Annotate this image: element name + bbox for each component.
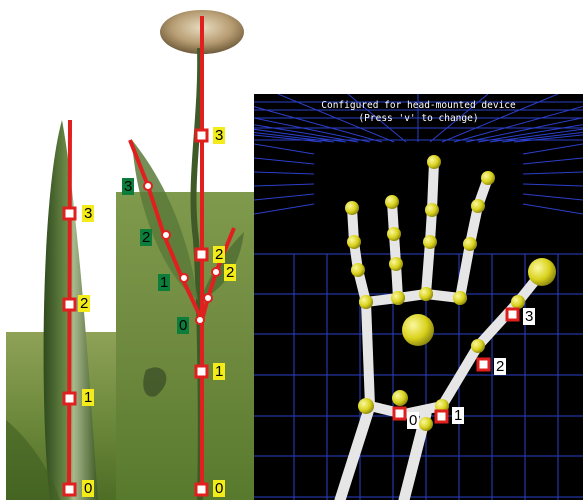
right-branch-joint-2: [212, 268, 220, 276]
hand-joint: [471, 339, 485, 353]
hand-bones: [340, 162, 542, 500]
branch-label-0: 0: [177, 317, 189, 334]
status-line-1: Configured for head-mounted device: [254, 100, 583, 112]
joint-label-0: 0: [82, 480, 94, 497]
grid-side-ray: [254, 158, 314, 164]
grid-side-ray: [523, 144, 583, 154]
hand-joint: [389, 257, 403, 271]
hand-joint: [402, 314, 434, 346]
hand-joint-marker-2: [478, 359, 489, 370]
hand-joint-label-2: 2: [494, 358, 506, 375]
hand-joint: [391, 291, 405, 305]
stem-joint-marker-0: [196, 484, 207, 495]
hand-joint: [345, 201, 359, 215]
branch-label-1: 1: [158, 274, 170, 291]
hand-joint: [481, 171, 495, 185]
flower-panel: 0 1 2 3 0 1 2 3 2: [116, 0, 254, 500]
grid-side-ray: [254, 204, 314, 214]
hand-bone: [426, 242, 430, 294]
branch-joint-2: [162, 231, 170, 239]
joint-marker-3: [64, 208, 75, 219]
hand-joint-marker-1: [436, 411, 447, 422]
hand-joint: [511, 295, 525, 309]
grid-side-ray: [254, 172, 314, 174]
hand-joint: [423, 235, 437, 249]
hand-viewer-canvas[interactable]: [254, 94, 583, 500]
hand-joint: [463, 237, 477, 251]
hand-joint-marker-3: [507, 309, 518, 320]
branch-joint-3: [144, 182, 152, 190]
hand-joint: [347, 235, 361, 249]
grid-side-ray: [523, 184, 583, 186]
stem-joint-marker-2: [196, 249, 207, 260]
joint-marker-0: [64, 484, 75, 495]
hand-joint: [387, 227, 401, 241]
hand-bone: [442, 346, 478, 406]
hand-joint: [425, 203, 439, 217]
ground: [116, 192, 254, 500]
branch-joint-0: [196, 316, 204, 324]
grid-side-ray: [254, 144, 314, 154]
right-branch-label-2: 2: [224, 264, 236, 281]
grid-side-ray: [523, 158, 583, 164]
hand-joint-marker-0: [394, 408, 405, 419]
hand-joint-label-0: 0: [407, 412, 419, 429]
stem-joint-marker-1: [196, 366, 207, 377]
right-branch-joint-1: [204, 294, 212, 302]
leaf-panel: 0 1 2 3: [0, 0, 116, 500]
grid-side-ray: [254, 184, 314, 186]
joint-label-2: 2: [78, 295, 90, 312]
leaf-illustration: [0, 0, 116, 500]
grid-side-ray: [523, 172, 583, 174]
grid-side-ray: [523, 194, 583, 200]
hand-joint: [419, 417, 433, 431]
branch-label-2: 2: [140, 229, 152, 246]
hand-bone: [366, 302, 370, 406]
joint-label-1: 1: [82, 389, 94, 406]
branch-joint-1: [180, 274, 188, 282]
branch-label-3: 3: [122, 178, 134, 195]
hand-joint: [392, 390, 408, 406]
hand-joint: [385, 195, 399, 209]
stem-label-1: 1: [213, 363, 225, 380]
hand-joint: [471, 199, 485, 213]
hand-bone: [460, 244, 470, 298]
hand-joint: [351, 263, 365, 277]
hand-bone: [432, 162, 434, 210]
stem-label-0: 0: [213, 480, 225, 497]
stem-label-3: 3: [213, 127, 225, 144]
hand-joint: [359, 295, 373, 309]
hand-joint: [427, 155, 441, 169]
grid-side-ray: [523, 204, 583, 214]
hand-joint-label-3: 3: [523, 308, 535, 325]
hand-joint: [419, 287, 433, 301]
grid-side-ray: [254, 194, 314, 200]
hand-joint: [453, 291, 467, 305]
joint-marker-1: [64, 393, 75, 404]
hand-joint-label-1: 1: [452, 407, 464, 424]
joint-label-3: 3: [82, 205, 94, 222]
joint-marker-2: [64, 299, 75, 310]
hand-joint: [528, 258, 556, 286]
stem-joint-marker-3: [196, 130, 207, 141]
hand-bone: [340, 406, 370, 500]
hand-viewer[interactable]: Configured for head-mounted device (Pres…: [254, 94, 583, 500]
flower-illustration: [116, 0, 254, 500]
stem-label-2: 2: [213, 246, 225, 263]
hand-joint: [358, 398, 374, 414]
status-line-2: (Press 'v' to change): [254, 113, 583, 125]
